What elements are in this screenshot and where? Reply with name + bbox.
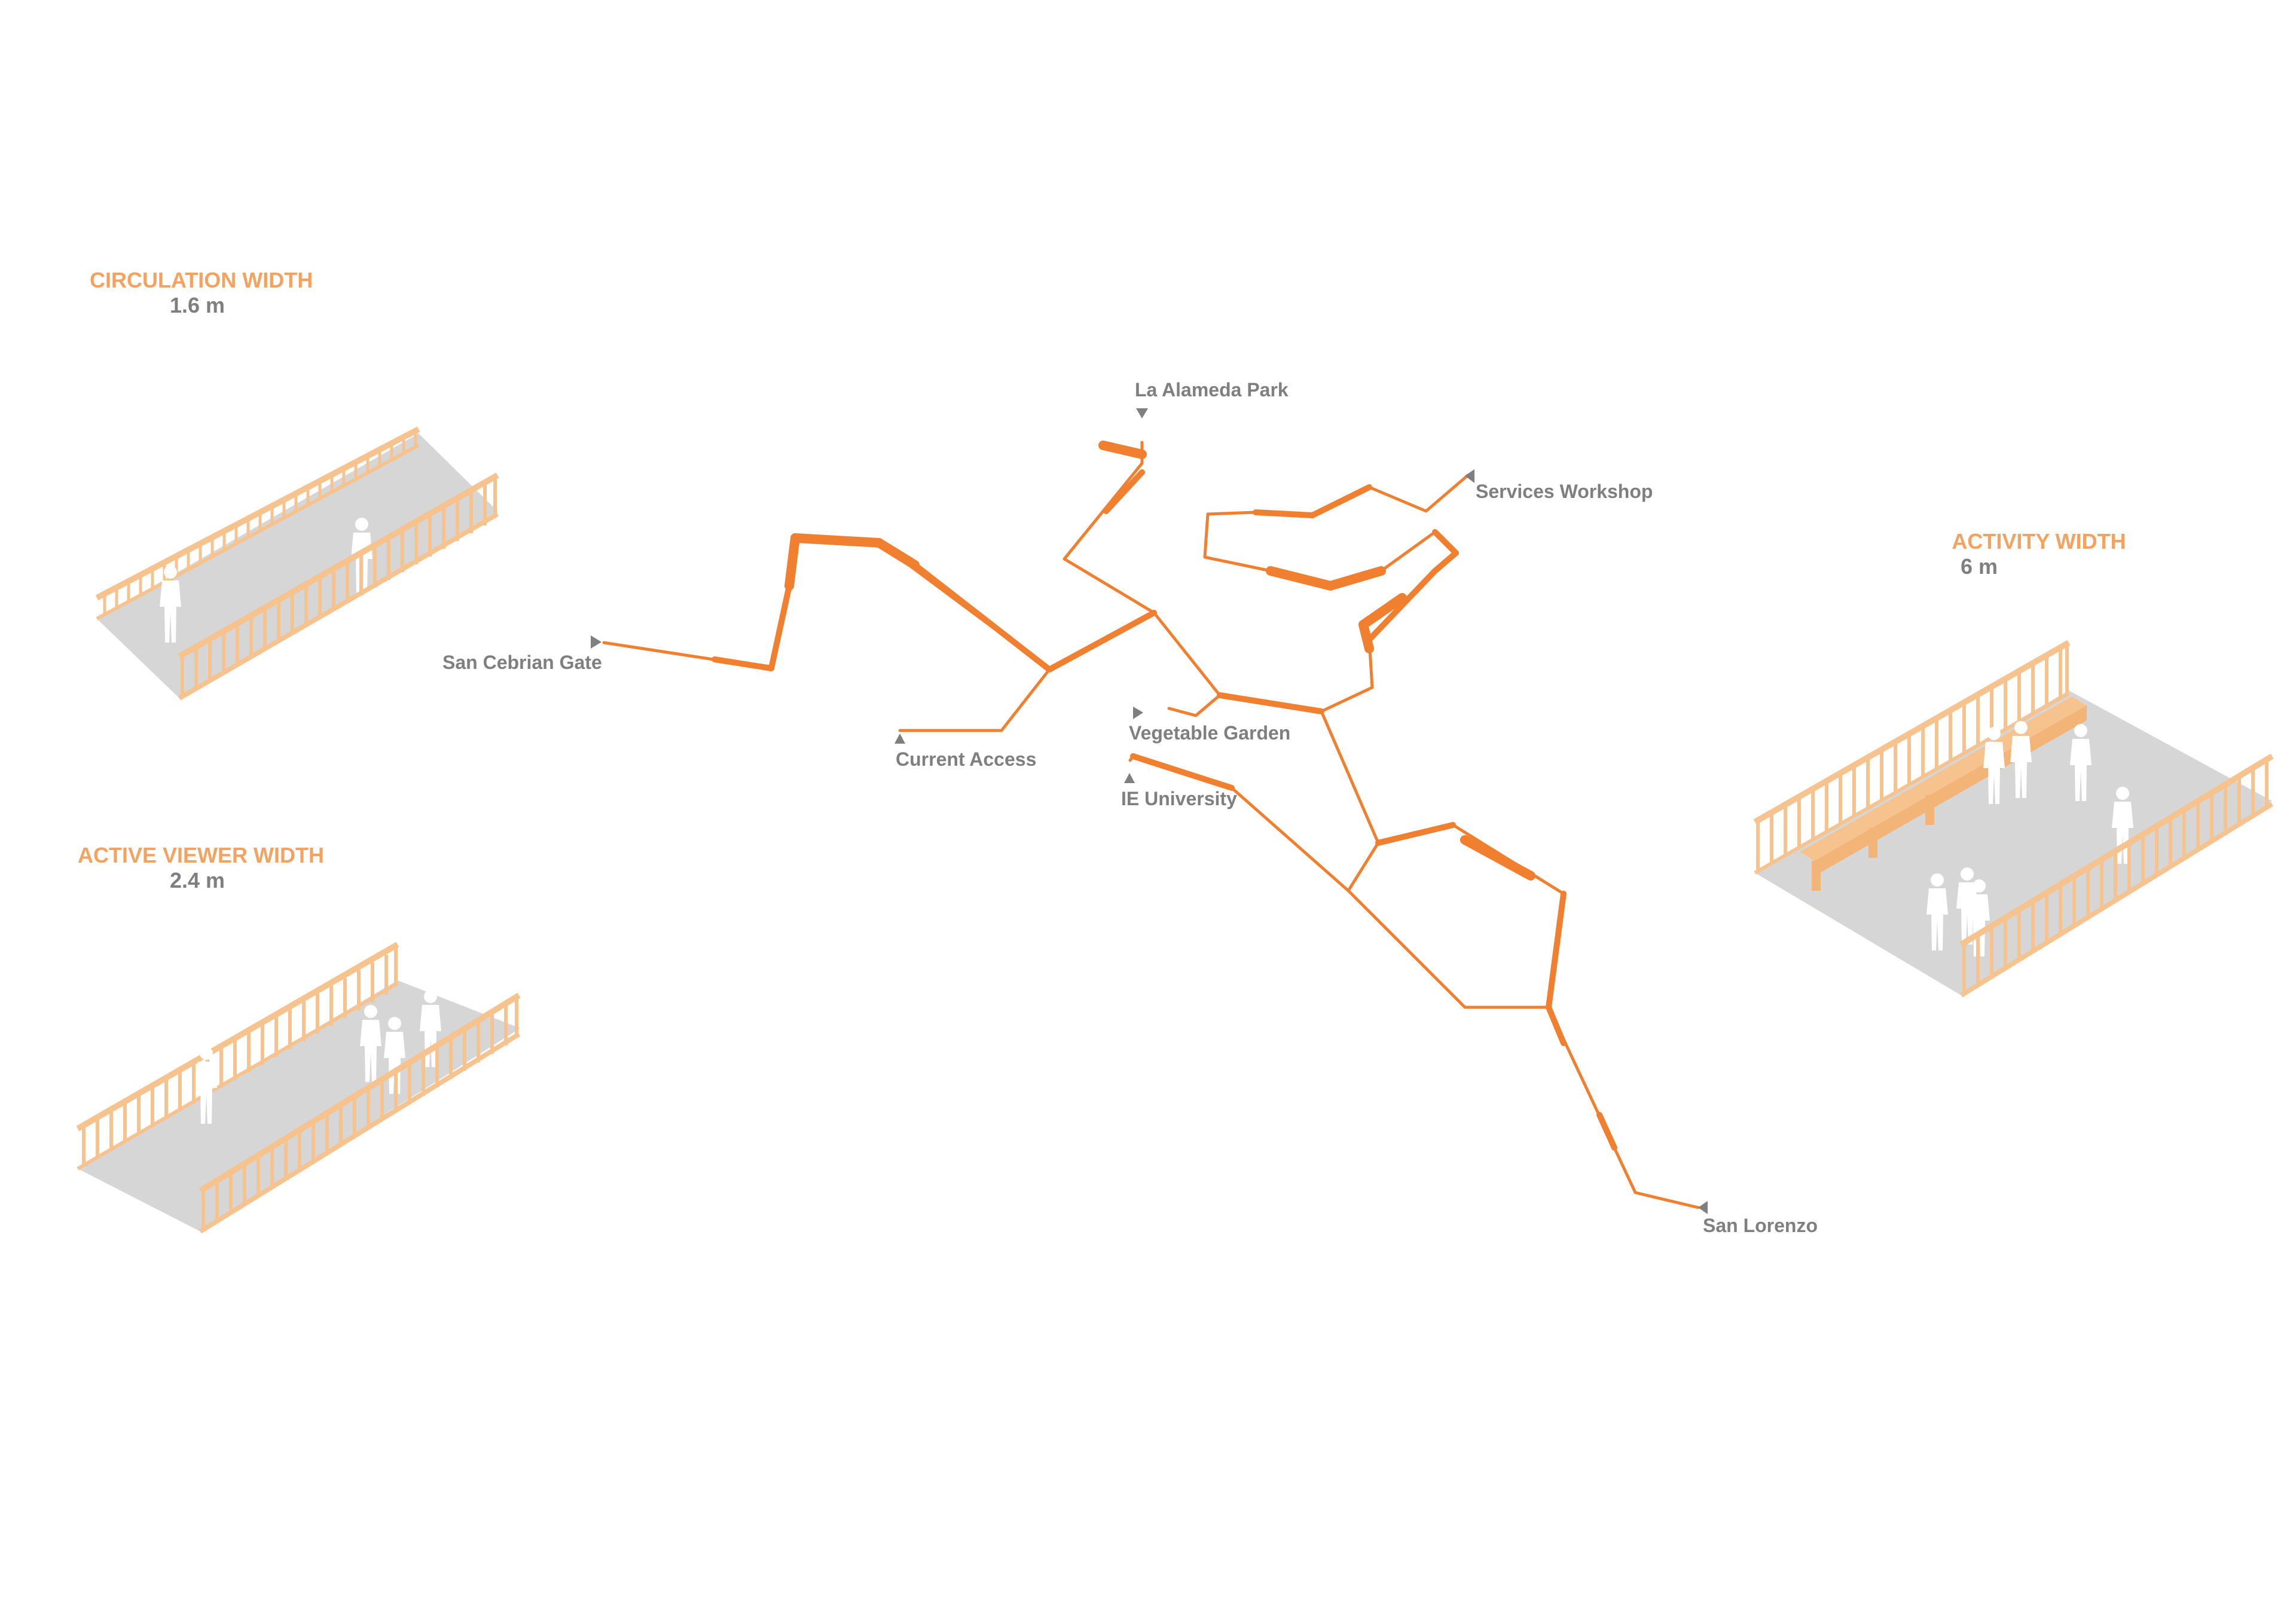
label-services-workshop: Services Workshop — [1476, 481, 1653, 502]
arrow-marker-icon — [894, 733, 905, 744]
active-viewer-deck — [78, 980, 520, 1231]
label-vegetable-garden: Vegetable Garden — [1129, 722, 1291, 744]
arrow-marker-icon — [1133, 707, 1143, 719]
arrow-marker-icon — [591, 635, 602, 649]
circulation-deck — [97, 433, 497, 698]
path-hub-south — [1320, 710, 1565, 1009]
path-san-cebrian — [602, 536, 1156, 671]
path-ie-university — [1128, 754, 1350, 893]
label-current-access: Current Access — [896, 748, 1037, 770]
path-services-loop — [1203, 473, 1470, 713]
active-viewer-walkway — [76, 942, 521, 1234]
active-viewer-width-value: 2.4 m — [169, 868, 225, 893]
label-san-cebrian-gate: San Cebrian Gate — [442, 652, 602, 673]
active-viewer-width-title: ACTIVE VIEWER WIDTH — [78, 843, 324, 867]
arrow-marker-icon — [1698, 1201, 1708, 1214]
path-alameda-to-hub — [1152, 611, 1222, 697]
arrow-marker-icon — [1465, 469, 1474, 483]
active-viewer-front-railing — [199, 992, 521, 1234]
activity-width-title: ACTIVITY WIDTH — [1952, 529, 2126, 554]
circulation-width-title: CIRCULATION WIDTH — [90, 268, 313, 292]
active-viewer-back-railing — [76, 942, 399, 1170]
activity-width-value: 6 m — [1960, 554, 1998, 579]
label-ie-university: IE University — [1121, 788, 1237, 809]
activity-deck — [1755, 690, 2272, 995]
path-network — [602, 441, 1700, 1209]
label-la-alameda-park: La Alameda Park — [1135, 379, 1289, 401]
circulation-walkway — [95, 426, 499, 701]
activity-back-railing — [1753, 640, 2071, 875]
label-san-lorenzo: San Lorenzo — [1703, 1215, 1818, 1236]
circulation-back-railing — [95, 426, 420, 621]
circulation-width-value: 1.6 m — [169, 293, 225, 317]
path-alameda — [1062, 441, 1156, 615]
path-current-access — [898, 668, 1051, 732]
arrow-marker-icon — [1136, 408, 1148, 418]
circulation-front-railing — [178, 472, 499, 701]
activity-walkway — [1753, 640, 2274, 998]
activity-front-railing — [1959, 753, 2274, 998]
path-san-lorenzo — [1547, 1005, 1700, 1209]
arrow-marker-icon — [1124, 773, 1135, 783]
location-markers — [591, 408, 1708, 1214]
